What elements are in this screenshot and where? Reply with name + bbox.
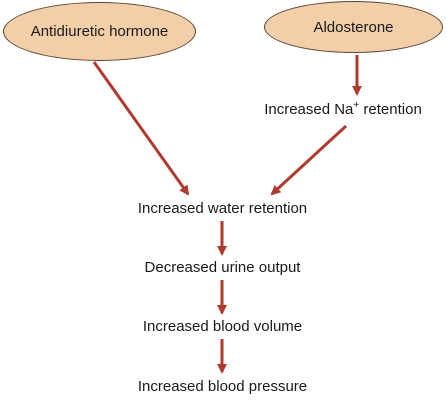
aldosterone-node: Aldosterone — [264, 1, 443, 53]
na-charge-superscript: + — [353, 100, 360, 111]
adh-node: Antidiuretic hormone — [3, 2, 196, 61]
na-retention-prefix: Increased Na — [264, 101, 354, 118]
aldosterone-label: Aldosterone — [313, 18, 394, 36]
na-retention-node: Increased Na+ retention — [248, 101, 438, 119]
water-retention-node: Increased water retention — [137, 200, 308, 217]
adh-label: Antidiuretic hormone — [30, 23, 169, 40]
urine-output-node: Decreased urine output — [144, 259, 301, 276]
blood-volume-node: Increased blood volume — [142, 318, 303, 335]
arrow-adh-to-water — [92, 61, 190, 196]
arrow-na-to-water — [270, 124, 348, 196]
blood-pressure-node: Increased blood pressure — [137, 378, 308, 395]
na-retention-suffix: retention — [359, 101, 422, 118]
